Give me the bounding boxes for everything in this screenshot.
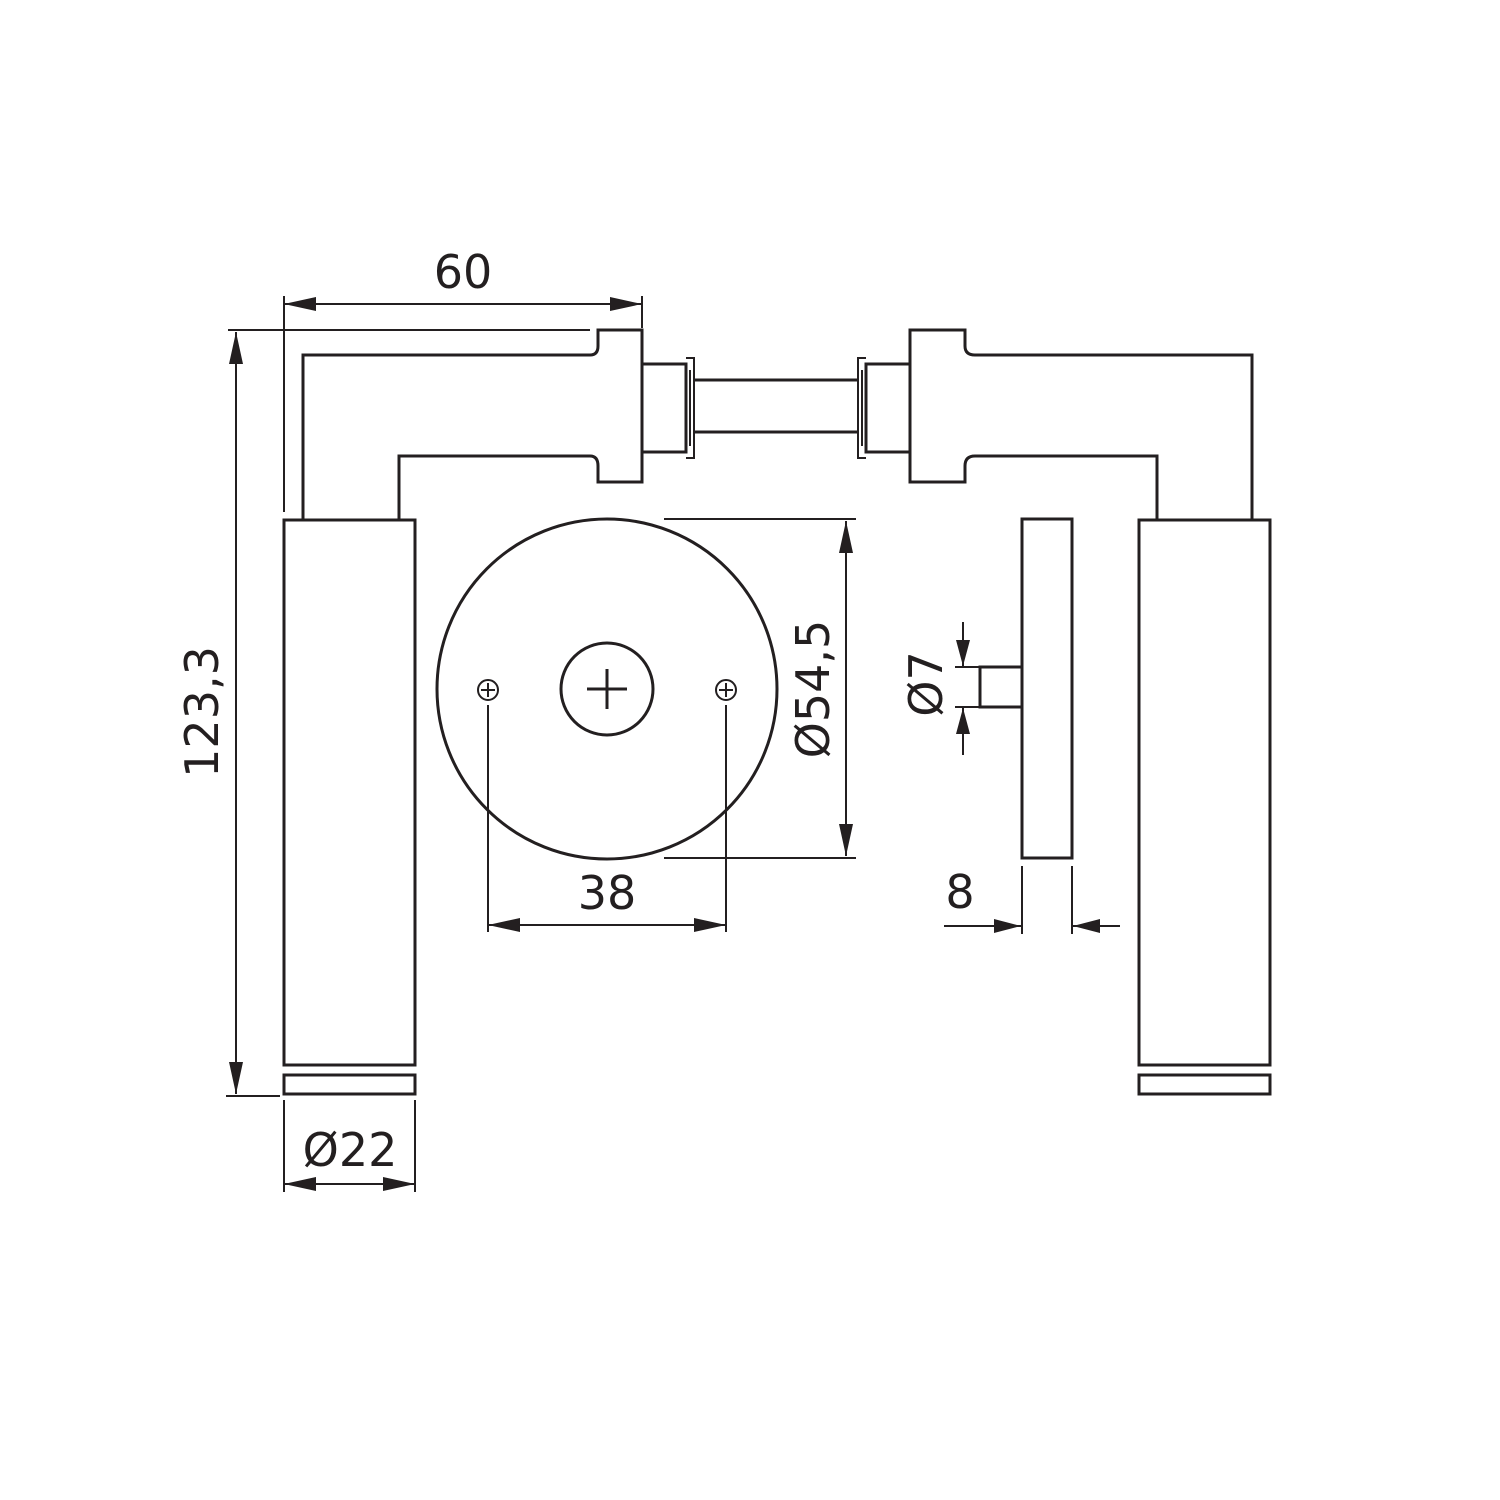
right-grip-cylinder: [1137, 518, 1272, 1067]
rose-front-view: [435, 517, 779, 861]
left-collar-neck: [642, 362, 688, 454]
dim7-arrow-top: [956, 640, 970, 666]
left-grip-end-cap: [282, 1073, 417, 1096]
dim38-arrow-left: [488, 918, 520, 932]
right-lever-arm-outline: [908, 328, 1254, 520]
spindle-diameter-label: Ø7: [899, 651, 953, 716]
lever-projection-label: 60: [434, 245, 493, 299]
dim123-arrow-top: [229, 332, 243, 364]
left-screw-hole-icon: [477, 679, 499, 701]
right-grip-end-cap: [1137, 1073, 1272, 1096]
dimension-7: Ø7: [899, 622, 978, 755]
spindle-stub: [978, 665, 1024, 709]
grip-diameter-label: Ø22: [303, 1123, 398, 1177]
right-lever-handle: [857, 328, 1272, 1096]
dimension-38: 38: [487, 705, 727, 932]
spindle-hole-circle: [559, 641, 655, 737]
dim38-arrow-right: [694, 918, 726, 932]
rose-plate-circle: [435, 517, 779, 861]
left-collar-ring: [686, 357, 695, 459]
dim54-arrow-top: [839, 521, 853, 553]
dim8-arrow-right: [1073, 919, 1100, 933]
dim60-arrow-right: [610, 297, 642, 311]
left-lever-arm-outline: [301, 328, 644, 520]
screw-spacing-label: 38: [578, 866, 637, 920]
dim7-arrow-bottom: [956, 708, 970, 734]
dim54-arrow-bottom: [839, 824, 853, 856]
dimension-60: 60: [283, 245, 643, 512]
right-collar-neck: [864, 362, 910, 454]
dim8-arrow-left: [994, 919, 1021, 933]
left-grip-cylinder: [282, 518, 417, 1067]
dimension-8: 8: [944, 865, 1120, 934]
dimension-54-5: Ø54,5: [664, 518, 856, 859]
dim123-arrow-bottom: [229, 1062, 243, 1094]
spindle-bar: [694, 378, 858, 434]
dim22-arrow-right: [383, 1177, 415, 1191]
dim22-arrow-left: [284, 1177, 316, 1191]
left-lever-handle: [282, 328, 695, 1096]
right-collar-ring: [857, 357, 866, 459]
rose-diameter-label: Ø54,5: [786, 620, 840, 759]
dimension-123-3: 123,3: [175, 329, 590, 1097]
dim60-arrow-left: [284, 297, 316, 311]
right-screw-hole-icon: [715, 679, 737, 701]
rose-side-plate: [1020, 517, 1074, 860]
dimension-22: Ø22: [283, 1100, 416, 1192]
rose-thickness-label: 8: [945, 865, 974, 919]
rose-side-view: [972, 517, 1074, 860]
overall-height-label: 123,3: [175, 646, 229, 778]
